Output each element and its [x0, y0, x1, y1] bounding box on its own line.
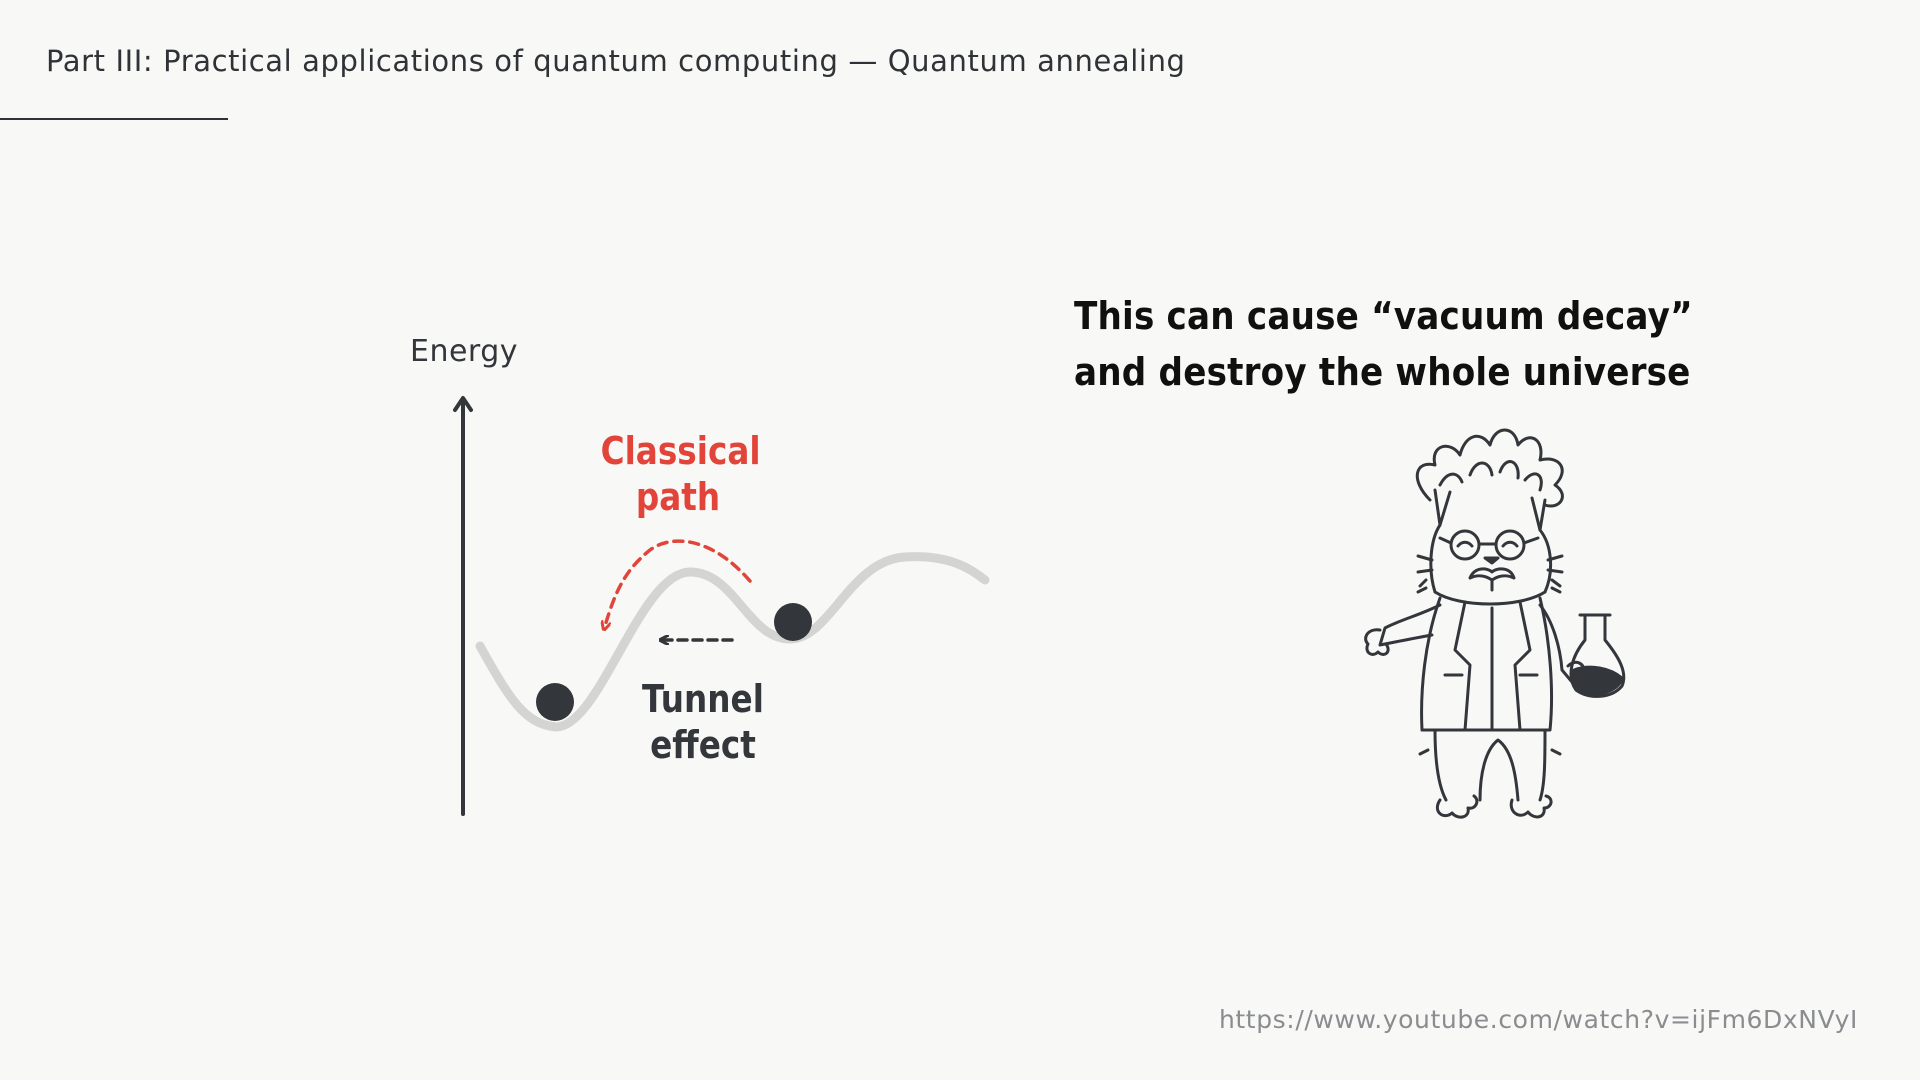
- mustache-icon: [1468, 567, 1516, 582]
- lab-coat-icon: [1420, 596, 1554, 732]
- glasses-left-icon: [1449, 529, 1481, 561]
- ball-global-minimum: [536, 683, 574, 721]
- caption-line-2: and destroy the whole universe: [1074, 350, 1691, 394]
- glasses-right-icon: [1494, 529, 1526, 561]
- left-foot-icon: [1435, 794, 1479, 819]
- energy-curve: [475, 552, 990, 732]
- ball-local-minimum: [774, 603, 812, 641]
- legs-icon: [1433, 728, 1547, 802]
- classical-path-label: Classical path: [600, 429, 761, 519]
- page-title: Part III: Practical applications of quan…: [46, 44, 1186, 78]
- tunnel-effect-label: Tunnel effect: [642, 677, 764, 767]
- vacuum-decay-caption: This can cause “vacuum decay” and destro…: [1074, 288, 1693, 400]
- energy-axis-label: Energy: [410, 334, 519, 369]
- left-paw-icon: [1364, 628, 1390, 656]
- classical-path-arrow: [605, 539, 752, 626]
- scientist-cat-illustration: [1364, 428, 1626, 819]
- right-foot-icon: [1509, 794, 1553, 819]
- caption-line-1: This can cause “vacuum decay”: [1074, 294, 1693, 338]
- energy-axis: [453, 396, 473, 816]
- hair-icon: [1415, 428, 1564, 508]
- source-url-link[interactable]: https://www.youtube.com/watch?v=ijFm6DxN…: [1218, 1005, 1858, 1034]
- title-underline: [0, 118, 228, 120]
